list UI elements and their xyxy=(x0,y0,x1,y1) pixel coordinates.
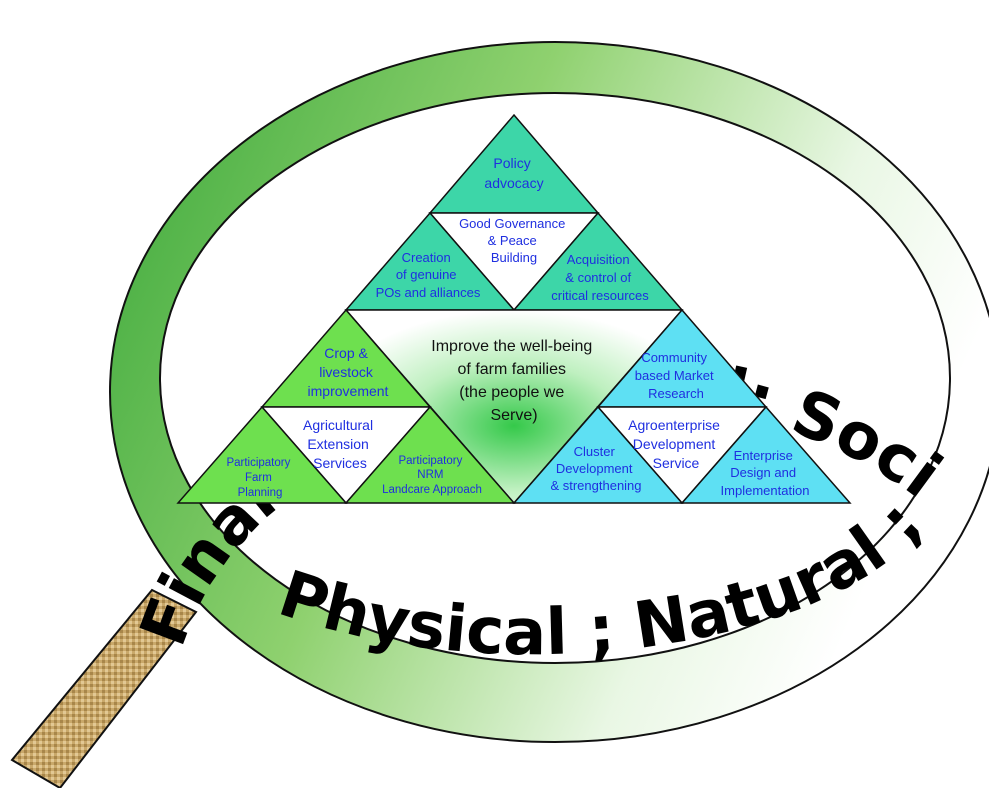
tri-farm-planning xyxy=(176,405,348,504)
magnifier-handle xyxy=(10,588,198,788)
label-creation: Creation of genuine POs and alliances xyxy=(376,250,481,300)
label-center: Improve the well-being of farm families … xyxy=(431,338,596,424)
tri-nrm xyxy=(344,405,516,504)
label-good-governance: Good Governance & Peace Building xyxy=(459,216,569,265)
label-policy-advocacy: Policy advocacy xyxy=(484,155,543,191)
label-nrm: Participatory NRM Landcare Approach xyxy=(382,455,482,496)
label-community-research: Community based Market Research xyxy=(635,350,717,401)
label-cluster: Cluster Development & strengthening xyxy=(550,444,641,493)
label-agri-extension: Agricultural Extension Services xyxy=(303,417,377,471)
tri-cluster xyxy=(512,405,684,504)
pyramid: Policy advocacy Good Governance & Peace … xyxy=(176,113,852,505)
label-enterprise: Enterprise Design and Implementation xyxy=(721,448,810,498)
tri-enterprise xyxy=(680,405,852,504)
label-acquisition: Acquisition & control of critical resour… xyxy=(551,252,649,303)
label-farm-planning: Participatory Farm Planning xyxy=(226,457,293,499)
label-crop-livestock: Crop & livestock improvement xyxy=(308,345,389,399)
label-agroenterprise: Agroenterprise Development Service xyxy=(628,417,724,471)
